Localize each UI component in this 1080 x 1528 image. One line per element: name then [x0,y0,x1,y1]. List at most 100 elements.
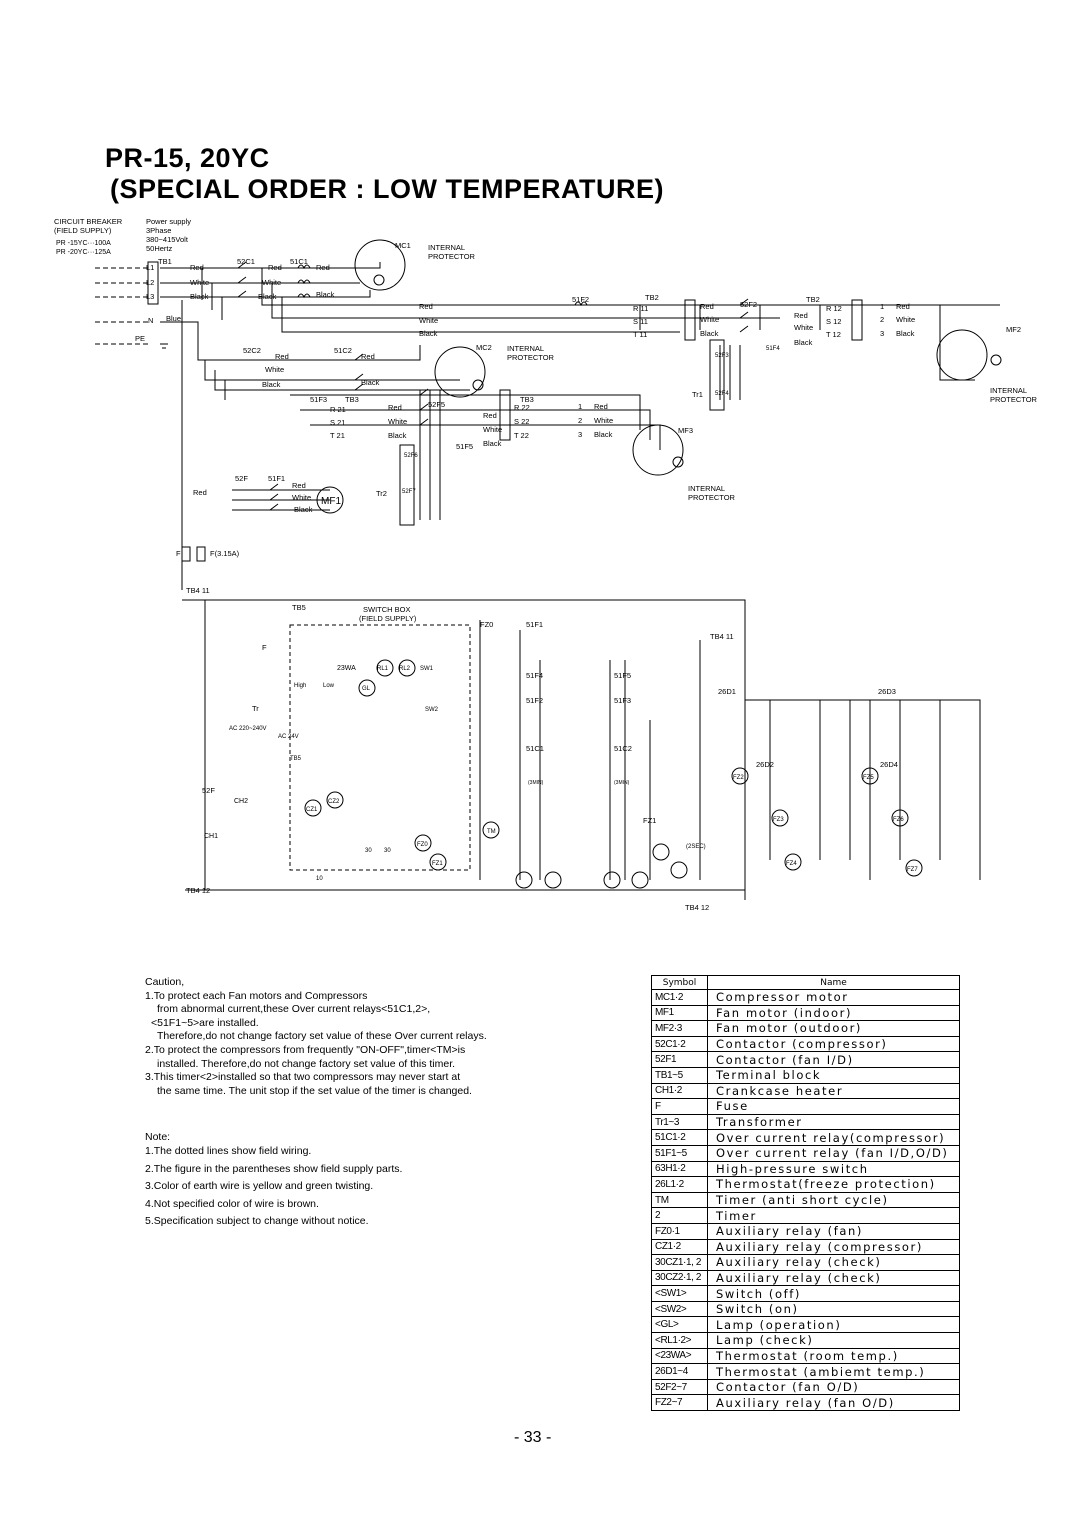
label-voltage: 380~415Volt [146,235,189,244]
label-s12: S 12 [826,317,841,326]
label-red-5: Red [700,302,714,311]
legend-symbol: TM [651,1191,708,1209]
legend-symbol: 30CZ1·1, 2 [651,1254,708,1271]
label-tb3-2: 2 [578,416,582,425]
label-fz4: FZ4 [786,861,797,867]
label-tb5: TB5 [292,603,306,612]
caution-head: Caution, [145,976,185,988]
legend-symbol: 26L1·2 [651,1176,708,1193]
earth-symbol [160,343,168,349]
label-low: Low [323,683,335,689]
label-red-10: Red [483,411,497,420]
label-2sec: (2SEC) [686,844,706,850]
label-fz3: FZ3 [773,817,784,823]
label-white-11: White [594,416,613,425]
label-white-7: White [265,365,284,374]
label-red-13: Red [292,481,306,490]
tr2-box [399,444,415,526]
tr1-box [709,339,725,411]
label-3min-2: (3MIN) [614,780,630,786]
legend-symbol: MF1 [651,1004,708,1022]
label-circuit-breaker: CIRCUIT BREAKER [54,217,123,226]
label-tb3-inner: TB3 [345,395,359,404]
legend-symbol: <RL1·2> [651,1332,708,1349]
fuse-symbol [181,546,191,562]
legend-symbol: 26D1~4 [651,1363,708,1380]
mf2-motor [936,329,988,381]
legend-name: Auxiliary relay (fan O/D) [707,1394,960,1412]
label-cz1: CZ1 [306,807,318,813]
label-mf2-protector: PROTECTOR [990,395,1038,404]
label-51f5: 51F5 [614,671,631,680]
label-23wa: 23WA [337,665,356,672]
label-tb3: TB3 [520,395,534,404]
label-s21: S 21 [330,418,345,427]
label-black-10: Black [483,439,502,448]
page-title: PR-15, 20YC [105,143,270,173]
mf3-motor [632,424,684,476]
legend-name: Over current relay(compressor) [707,1129,960,1146]
label-52f: 52F [235,474,248,483]
label-51f5-upper: 51F5 [456,442,473,451]
label-26d4: 26D4 [880,760,898,769]
legend-name: High-pressure switch [707,1160,960,1178]
label-fuse: F [176,549,181,558]
label-51f4: 51F4 [526,671,543,680]
caution-3b: the same time. The unit stop if the set … [157,1084,472,1097]
label-mc1: MC1 [395,241,411,250]
legend-row: <RL1·2>Lamp (check) [651,1332,960,1349]
label-black-1: Black [190,292,209,301]
label-black-4: Black [419,329,438,338]
label-tb2: TB2 [645,293,659,302]
label-ch1: CH1 [204,833,218,840]
legend-name: Auxiliary relay (check) [707,1254,960,1271]
legend-symbol: 52F2~7 [651,1378,708,1396]
label-52-left: 52F [202,786,215,795]
label-switch-box: SWITCH BOX [363,605,411,614]
tb3-block [499,389,511,441]
label-fz2: FZ2 [733,775,744,781]
label-mf2: MF2 [1006,325,1021,334]
label-51f3: 51F3 [310,395,327,404]
legend-symbol: <SW2> [651,1300,708,1318]
legend-symbol: TB1~5 [651,1066,708,1084]
label-fz7: FZ7 [907,867,918,873]
label-ac-out: AC 24V [278,734,299,740]
label-f: F [262,643,267,652]
label-tb4-11: TB4 11 [186,586,210,595]
legend-name: Fan motor (outdoor) [707,1020,960,1037]
legend-name: Timer [707,1207,960,1224]
label-black-7: Black [262,380,281,389]
caution-1d: Therefore,do not change factory set valu… [157,1030,487,1043]
legend-symbol: 51F1~5 [651,1144,708,1162]
note-5: 5.Specification subject to change withou… [145,1215,369,1228]
label-tr2: Tr2 [376,489,387,498]
label-51c2-ctrl: 51C2 [614,744,632,753]
tb2-right-block [851,299,863,341]
note-3: 3.Color of earth wire is yellow and gree… [145,1180,374,1193]
label-r11: R 11 [633,304,648,313]
note-2: 2.The figure in the parentheses show fie… [145,1162,403,1175]
label-white-6: White [896,315,915,324]
label-mf3-protector: PROTECTOR [688,493,736,502]
legend-symbol: 52F1 [651,1051,708,1068]
label-51f2-ctrl: 51F2 [526,696,543,705]
label-black-8: Black [361,378,380,387]
label-mf1: MF1 [321,496,341,507]
label-fz1: FZ1 [643,816,656,825]
legend-name: Timer (anti short cycle) [707,1191,960,1209]
label-26d2: 26D2 [756,760,774,769]
caution-1a: 1.To protect each Fan motors and Compres… [145,989,368,1002]
label-tb2-1: 1 [880,302,884,311]
legend-row: <SW1>Switch (off) [651,1285,960,1302]
